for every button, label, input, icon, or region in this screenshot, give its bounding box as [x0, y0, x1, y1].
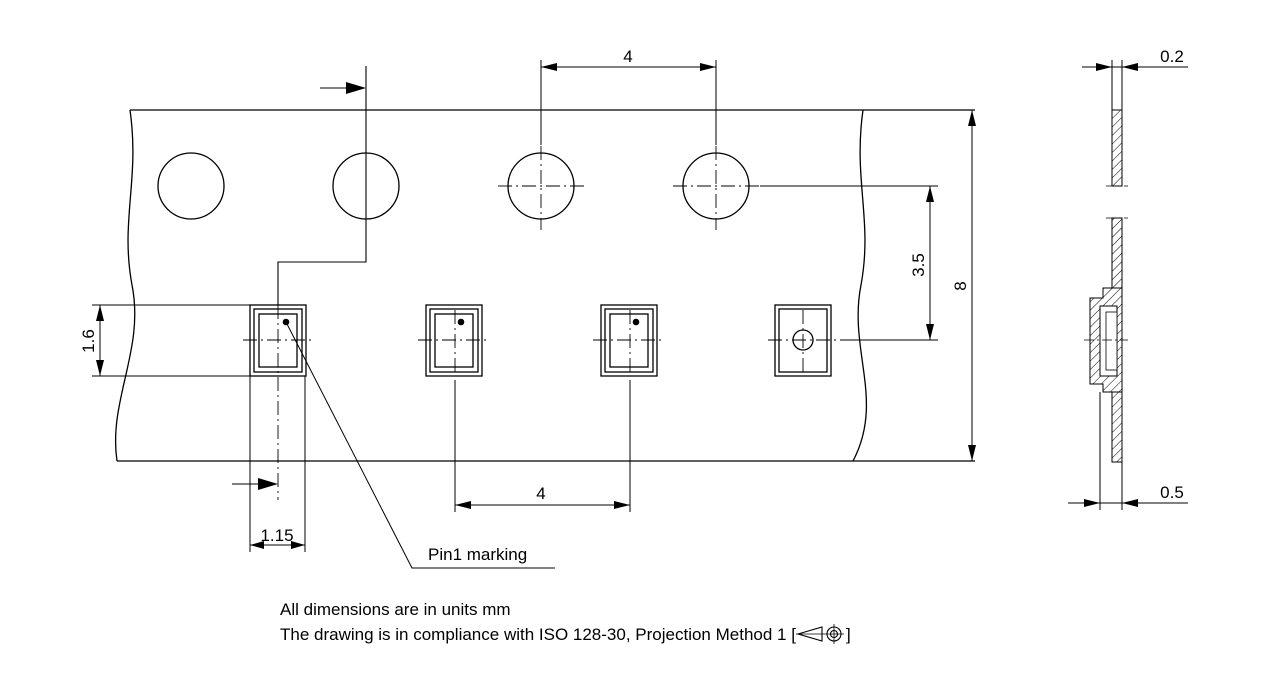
dimension-hole-to-pocket: 3.5 [760, 185, 938, 341]
dimension-top-pitch: 4 [540, 47, 717, 145]
pocket-offset-label: 1.15 [260, 526, 293, 545]
dimension-pocket-offset: 1.15 [249, 376, 306, 552]
sprocket-hole [157, 152, 225, 220]
sprocket-holes [157, 152, 750, 220]
projection-note-bracket: ] [845, 625, 851, 644]
pocket [600, 304, 658, 377]
dimension-tape-width: 8 [951, 110, 976, 461]
pin1-dot [457, 318, 465, 326]
tape-thickness-label: 0.2 [1160, 47, 1184, 66]
first-angle-projection-icon [795, 624, 844, 644]
carrier-tape-outline [115, 109, 975, 462]
center-lines [243, 146, 840, 500]
dimension-tape-thickness: 0.2 [1082, 47, 1188, 110]
pocket-depth-label: 0.5 [1160, 483, 1184, 502]
projection-note: The drawing is in compliance with ISO 12… [280, 624, 851, 645]
projection-note-text: The drawing is in compliance with ISO 12… [280, 625, 796, 644]
pocket-height-label: 1.6 [79, 329, 98, 353]
reference-arrows [258, 82, 366, 490]
dimension-bottom-pitch: 4 [454, 380, 631, 512]
hole-to-pocket-label: 3.5 [909, 253, 928, 277]
pin1-marking-label: Pin1 marking [428, 545, 527, 564]
dimension-pocket-height: 1.6 [79, 304, 250, 377]
side-view [1084, 109, 1128, 463]
tape-width-label: 8 [951, 281, 970, 290]
pocket [425, 304, 483, 377]
top-pitch-label: 4 [623, 47, 632, 66]
units-note: All dimensions are in units mm [280, 600, 511, 619]
reference-lines [232, 66, 367, 485]
pin1-dot [632, 318, 640, 326]
pockets [249, 304, 832, 377]
dimension-pocket-depth: 0.5 [1068, 392, 1188, 510]
pocket-with-hole [774, 304, 832, 377]
pin1-leader: Pin1 marking [285, 321, 555, 569]
bottom-pitch-label: 4 [536, 484, 545, 503]
pin1-dots [282, 318, 640, 326]
